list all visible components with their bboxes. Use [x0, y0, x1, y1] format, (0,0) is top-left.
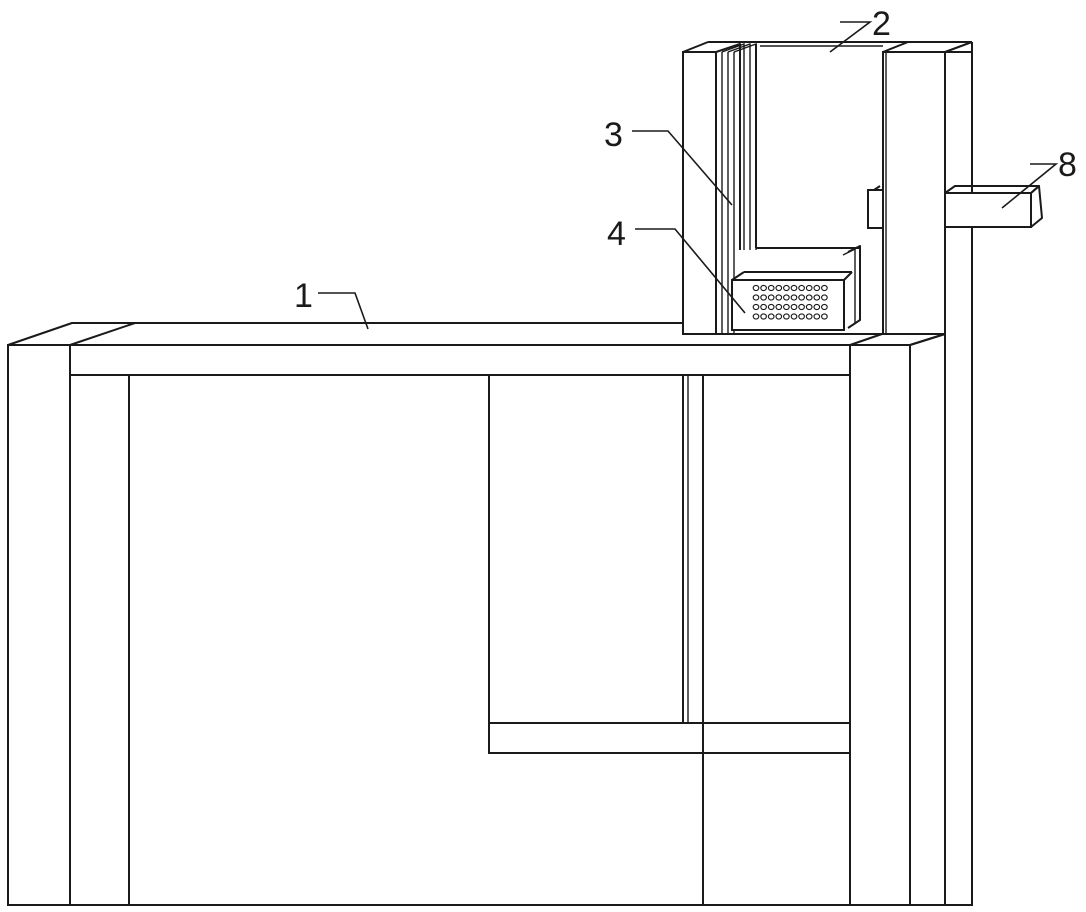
perforation-hole — [767, 313, 775, 320]
perforation-hole — [760, 294, 767, 301]
part-labels: 1 2 3 4 8 — [294, 5, 1077, 315]
perforation-hole — [805, 294, 813, 301]
drawer-cabinet — [488, 374, 851, 754]
right-leg-top-bevel — [849, 333, 883, 346]
perforation-hole — [798, 294, 805, 301]
label-part-2: 2 — [872, 5, 891, 43]
knob-bracket — [867, 189, 884, 229]
perforation-hole — [783, 303, 790, 311]
left-outer-leg — [7, 344, 71, 906]
perforation-hole — [760, 313, 767, 320]
perforation-hole — [767, 284, 775, 292]
perforation-hole — [783, 284, 790, 292]
leaders — [318, 21, 1059, 330]
perforation-hole — [767, 294, 775, 301]
perforation-hole — [752, 294, 760, 301]
perforation-hole — [775, 284, 783, 292]
perforation-holes — [752, 284, 828, 320]
perforation-hole — [821, 313, 828, 320]
perforation-hole — [752, 303, 760, 311]
perforation-hole — [798, 313, 805, 320]
leader-4 — [635, 228, 746, 314]
right-outer-leg — [849, 344, 911, 906]
leader-3 — [632, 130, 733, 206]
perforation-hole — [813, 284, 821, 292]
tall-right-column — [944, 51, 973, 906]
perforation-hole — [775, 294, 783, 301]
label-part-4: 4 — [607, 215, 626, 253]
perforation-hole — [821, 303, 828, 311]
upper-housing-right-plate — [882, 51, 946, 335]
perforation-hole — [821, 284, 828, 292]
perforation-hole — [821, 294, 828, 301]
tall-column-top-face — [944, 41, 973, 53]
perforation-hole — [752, 313, 760, 320]
perforation-hole — [760, 284, 767, 292]
perforation-hole — [790, 303, 798, 311]
leader-1 — [318, 292, 369, 330]
perforation-hole — [760, 303, 767, 311]
perforation-hole — [805, 303, 813, 311]
side-knob — [867, 185, 1043, 229]
upper-housing-top-back — [682, 41, 709, 53]
perforation-hole — [790, 313, 798, 320]
perforation-hole — [775, 303, 783, 311]
right-leg-side-face — [909, 333, 946, 346]
perforated-block — [731, 245, 861, 331]
perforation-hole — [813, 303, 821, 311]
plate-stack — [715, 43, 860, 334]
perforation-hole — [805, 313, 813, 320]
perforation-hole — [790, 284, 798, 292]
perforation-hole — [783, 294, 790, 301]
perforation-hole — [752, 284, 760, 292]
perforation-hole — [813, 294, 821, 301]
perforation-hole — [767, 303, 775, 311]
upper-housing-top-right — [882, 41, 909, 53]
perforation-hole — [790, 294, 798, 301]
perforation-hole — [813, 313, 821, 320]
table-frame — [7, 322, 972, 906]
perforation-hole — [798, 303, 805, 311]
leader-2 — [829, 21, 873, 53]
label-part-8: 8 — [1058, 146, 1077, 184]
leader-8 — [1001, 163, 1059, 209]
perforation-hole — [775, 313, 783, 320]
upper-housing-front — [682, 51, 717, 335]
knob-shaft — [944, 192, 1032, 228]
perforation-hole — [805, 284, 813, 292]
label-part-3: 3 — [604, 116, 623, 154]
perforation-hole — [783, 313, 790, 320]
label-part-1: 1 — [294, 277, 313, 315]
left-leg-top-bevel — [69, 322, 136, 346]
perforation-hole — [798, 284, 805, 292]
